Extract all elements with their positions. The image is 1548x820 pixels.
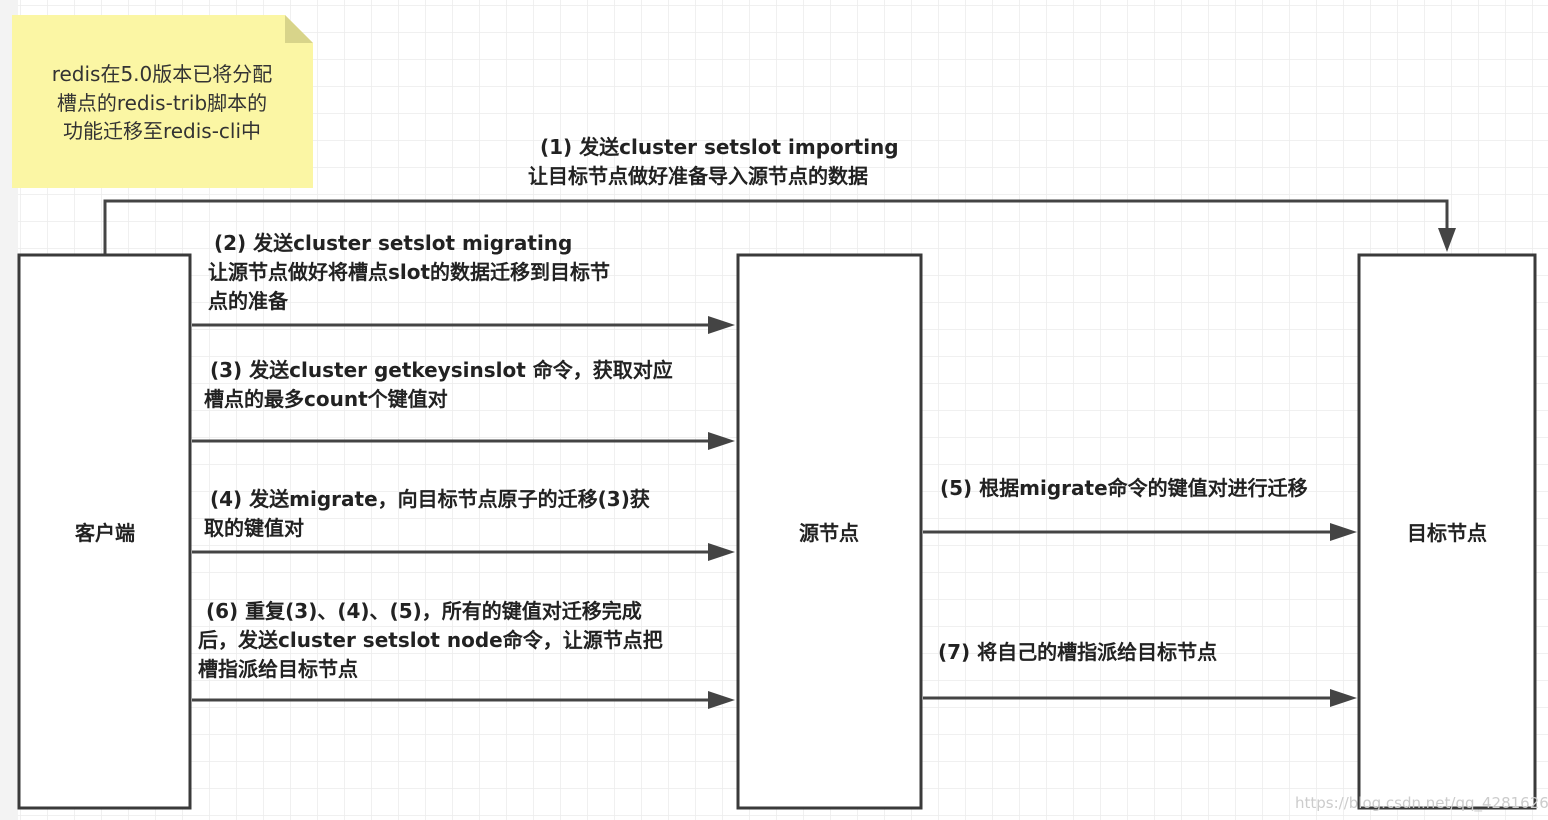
target-node-label: 目标节点 (1407, 521, 1487, 545)
svg-text:(4) 发送migrate，向目标节点原子的迁移(3)获: (4) 发送migrate，向目标节点原子的迁移(3)获 (210, 487, 650, 511)
left-gutter (0, 0, 18, 820)
step-5-label: (5) 根据migrate命令的键值对进行迁移 (940, 476, 1308, 500)
step-1-label: (1) 发送cluster setslot importing 让目标节点做好准… (528, 135, 899, 188)
source-node-label: 源节点 (799, 521, 859, 545)
svg-text:让目标节点做好准备导入源节点的数据: 让目标节点做好准备导入源节点的数据 (528, 164, 868, 188)
step-7-label: (7) 将自己的槽指派给目标节点 (938, 640, 1217, 664)
arrow-step-1 (103, 199, 1456, 255)
svg-text:(5) 根据migrate命令的键值对进行迁移: (5) 根据migrate命令的键值对进行迁移 (940, 476, 1308, 500)
svg-text:后，发送cluster setslot node命令，让源节: 后，发送cluster setslot node命令，让源节点把 (198, 628, 663, 652)
client-node (17, 253, 192, 810)
sticky-note: redis在5.0版本已将分配 槽点的redis-trib脚本的 功能迁移至re… (12, 15, 313, 188)
svg-text:槽点的最多count个键值对: 槽点的最多count个键值对 (204, 387, 448, 411)
arrow-step-7 (923, 689, 1357, 707)
arrow-step-5 (923, 523, 1357, 541)
svg-text:(7) 将自己的槽指派给目标节点: (7) 将自己的槽指派给目标节点 (938, 640, 1217, 664)
note-fold-icon (285, 15, 313, 43)
svg-text:(1) 发送cluster setslot importi: (1) 发送cluster setslot importing (540, 135, 899, 159)
note-line: 功能迁移至redis-cli中 (63, 119, 261, 143)
watermark: https://blog.csdn.net/qq_42816263 (1295, 794, 1548, 813)
svg-text:让源节点做好将槽点slot的数据迁移到目标节: 让源节点做好将槽点slot的数据迁移到目标节 (208, 260, 610, 284)
svg-text:槽指派给目标节点: 槽指派给目标节点 (198, 657, 358, 681)
target-node (1357, 253, 1537, 810)
source-node (736, 253, 923, 810)
svg-text:点的准备: 点的准备 (208, 289, 289, 313)
note-line: redis在5.0版本已将分配 (52, 62, 273, 86)
svg-text:(3) 发送cluster getkeysinslot 命令: (3) 发送cluster getkeysinslot 命令，获取对应 (210, 358, 673, 382)
step-3-label: (3) 发送cluster getkeysinslot 命令，获取对应 槽点的最… (204, 358, 673, 411)
arrow-step-4 (192, 543, 735, 561)
arrow-step-6 (192, 691, 735, 709)
arrow-step-3 (192, 432, 735, 450)
arrow-step-2 (192, 316, 735, 334)
step-4-label: (4) 发送migrate，向目标节点原子的迁移(3)获 取的键值对 (204, 487, 650, 540)
note-line: 槽点的redis-trib脚本的 (57, 91, 267, 115)
step-2-label: (2) 发送cluster setslot migrating 让源节点做好将槽… (208, 231, 610, 313)
svg-text:(2) 发送cluster setslot migratin: (2) 发送cluster setslot migrating (214, 231, 572, 255)
svg-text:取的键值对: 取的键值对 (204, 516, 304, 540)
svg-text:(6) 重复(3)、(4)、(5)，所有的键值对迁移完成: (6) 重复(3)、(4)、(5)，所有的键值对迁移完成 (206, 599, 642, 623)
step-6-label: (6) 重复(3)、(4)、(5)，所有的键值对迁移完成 后，发送cluster… (198, 599, 663, 681)
client-node-label: 客户端 (74, 521, 135, 545)
